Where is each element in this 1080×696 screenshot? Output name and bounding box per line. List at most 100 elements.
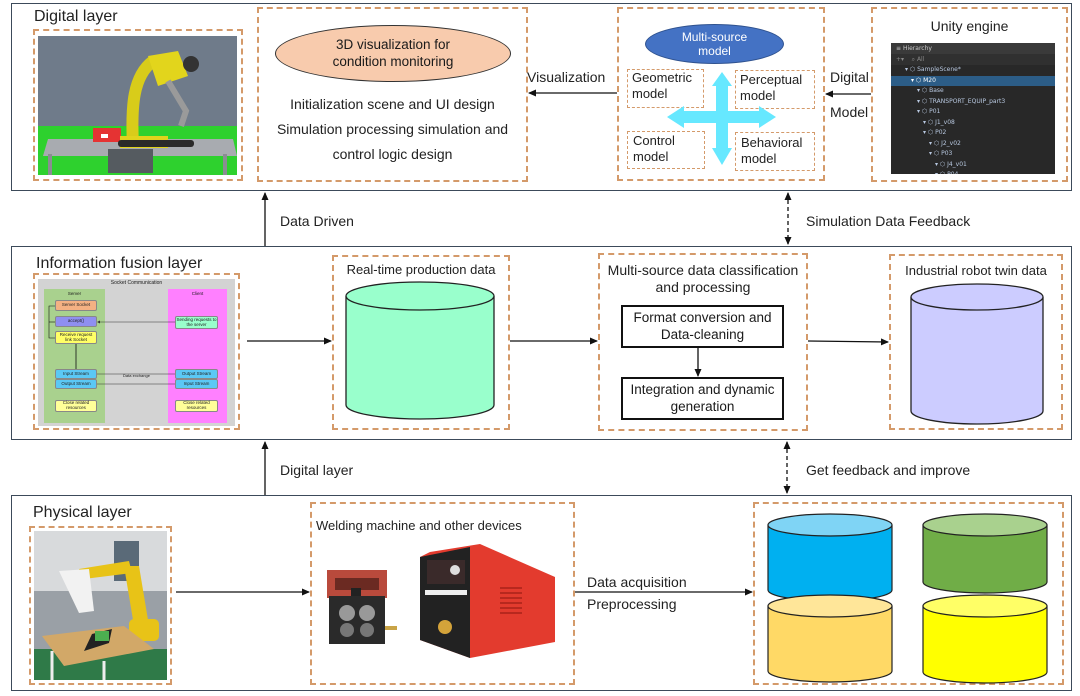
accept-box: accept() [55, 316, 97, 327]
sensors-data-store-line: and [819, 632, 841, 647]
digital-layer-title: Digital layer [34, 8, 118, 25]
behavioral-data-store-line: Command data [940, 649, 1030, 664]
gameobject-icon: ▾ ⬡ [923, 129, 936, 136]
format-conversion-box: Format conversion and Data-cleaning [621, 305, 784, 348]
format-conversion-label: Format conversion and Data-cleaning [633, 309, 772, 342]
client-input-stream-box: Input Stream [175, 379, 218, 389]
twin-data-frame [889, 254, 1063, 430]
gameobject-icon: ▾ ⬡ [935, 160, 948, 168]
integration-generation-label: Integration and dynamic generation [630, 381, 775, 414]
robot-sim-image-frame [33, 29, 243, 181]
information-fusion-layer-title: Information fusion layer [36, 255, 203, 272]
realtime-data-title: Real-time production data [346, 262, 496, 277]
realtime-db-item-physical: Physical Data [377, 334, 463, 350]
geometric-model-box [627, 69, 704, 108]
robot-sim-image [38, 36, 237, 175]
sensors-data-store-line: Position offset [789, 615, 871, 630]
socket-title: Socket Communication [110, 280, 163, 286]
gameobject-icon: ▾ ⬡ [929, 150, 942, 157]
feedback-improve-label: Get feedback and improve [806, 462, 971, 478]
twin-db-item-data: data [962, 378, 990, 394]
data-exchange-label: Data exchange [123, 373, 150, 378]
receive-request-box: Receive request link Socket [55, 331, 97, 344]
twin-db-item-processing: processing data [926, 344, 1026, 360]
hierarchy-item[interactable]: ▾ ⬡ J4_v01 [891, 160, 1055, 171]
physical-data-store-line: Temperature [793, 534, 867, 549]
twin-db-item-joint: Joint angle data [926, 310, 1026, 326]
processing-frame [598, 253, 808, 431]
hierarchy-item[interactable]: ▾ ⬡ P04 [891, 170, 1055, 174]
hierarchy-item[interactable]: ▾ ⬡ SampleScene* [891, 65, 1055, 76]
behavioral-data-store-line: Path [971, 615, 999, 630]
physical-data-store-line: Joint [816, 568, 844, 583]
welding-machine-image [415, 542, 560, 660]
preprocessing-label: Preprocessing [587, 596, 677, 612]
hierarchy-tree: ▾ ⬡ SampleScene*▾ ⬡ M20▾ ⬡ Base▾ ⬡ TRANS… [891, 65, 1055, 174]
data-stores-frame [753, 502, 1064, 685]
gameobject-icon: ▾ ⬡ [905, 66, 918, 73]
digital-model-label-1: Digital [830, 69, 869, 85]
twin-db-title: Database [948, 290, 1004, 305]
hierarchy-item[interactable]: ▾ ⬡ J1_v08 [891, 118, 1055, 129]
hierarchy-item[interactable]: ▾ ⬡ P01 [891, 107, 1055, 118]
realtime-db-item-behavioral: Behavioral Data [370, 368, 470, 384]
realtime-db-item-register: Register Data [377, 351, 463, 367]
visualization-oval-label: 3D visualization for condition monitorin… [332, 36, 454, 69]
gameobject-icon: ▾ ⬡ [911, 76, 924, 84]
server-output-stream-box: Output Stream [55, 379, 97, 389]
wire-feeder-image [325, 568, 405, 648]
server-socket-box: Server Socket [55, 300, 97, 311]
hierarchy-item-label: Base [929, 87, 944, 94]
hierarchy-item-label: P04 [947, 171, 958, 174]
gameobject-icon: ▾ ⬡ [917, 97, 930, 105]
multi-source-model-label: Multi-source model [681, 29, 748, 58]
socket-diagram-frame [33, 273, 240, 430]
twin-db-item-simulation: Simulation [943, 327, 1009, 343]
behavioral-model-box [735, 132, 815, 171]
server-close-box: Close related resources [55, 400, 97, 412]
realtime-data-frame [332, 255, 510, 430]
integration-generation-box: Integration and dynamic generation [621, 377, 784, 420]
robot-cell-photo [34, 531, 167, 680]
hierarchy-item-label: TRANSPORT_EQUIP_part3 [929, 97, 1006, 105]
hierarchy-search-placeholder: All [916, 56, 925, 63]
unity-engine-frame [871, 7, 1068, 182]
hierarchy-item[interactable]: ▾ ⬡ TRANSPORT_EQUIP_part3 [891, 97, 1055, 108]
gameobject-icon: ▾ ⬡ [929, 139, 942, 147]
realtime-db-title: Database [390, 292, 450, 308]
gameobject-icon: ▾ ⬡ [917, 87, 930, 94]
client-close-box: Close related resources [175, 400, 218, 412]
hierarchy-item-label: SampleScene* [917, 66, 961, 73]
register-data-store-title: Register Data [945, 517, 1025, 532]
data-driven-label: Data Driven [280, 213, 354, 229]
client-lane-label: Client [191, 291, 204, 296]
design-line-3: control logic design [332, 146, 453, 162]
physical-layer-title: Physical layer [33, 504, 132, 521]
data-acquisition-label: Data acquisition [587, 574, 687, 590]
hierarchy-header: ≡ Hierarchy [891, 43, 1055, 54]
hierarchy-search[interactable]: +▾ ⌕ All [891, 54, 1055, 65]
welding-devices-title: Welding machine and other devices [316, 518, 522, 533]
unity-hierarchy-panel: ≡ Hierarchy +▾ ⌕ All ▾ ⬡ SampleScene*▾ ⬡… [891, 43, 1055, 174]
digital-model-label-2: Model [830, 104, 869, 120]
hierarchy-item[interactable]: ▾ ⬡ M20 [891, 75, 1055, 86]
hierarchy-item[interactable]: ▾ ⬡ P03 [891, 149, 1055, 160]
multi-source-model-frame [617, 7, 825, 181]
processing-title: Multi-source data classification and pro… [607, 262, 799, 295]
twin-db-item-ellipsis: ..... [966, 395, 986, 411]
hierarchy-item[interactable]: ▾ ⬡ P02 [891, 128, 1055, 139]
design-line-2: Simulation processing simulation and [276, 121, 509, 137]
unity-engine-title: Unity engine [930, 18, 1009, 34]
visualization-design-frame [257, 7, 528, 182]
behavioral-model-label: Behavioral model [741, 135, 803, 166]
register-data-store-line: Position [961, 540, 1009, 555]
twin-db-item-alarm: Alarm feedback [927, 361, 1025, 377]
perceptual-model-label: Perceptual model [740, 72, 803, 103]
client-output-stream-box: Output Stream [175, 369, 218, 379]
hierarchy-item[interactable]: ▾ ⬡ Base [891, 86, 1055, 97]
socket-communication-diagram: Socket Communication Server Client Serve… [38, 279, 235, 426]
register-data-store-line: Numerical [955, 557, 1015, 572]
hierarchy-item[interactable]: ▾ ⬡ J2_v02 [891, 139, 1055, 150]
behavioral-data-store-title: Behavioral Data [938, 598, 1032, 613]
physical-data-store-title: Physical Data [790, 517, 870, 532]
